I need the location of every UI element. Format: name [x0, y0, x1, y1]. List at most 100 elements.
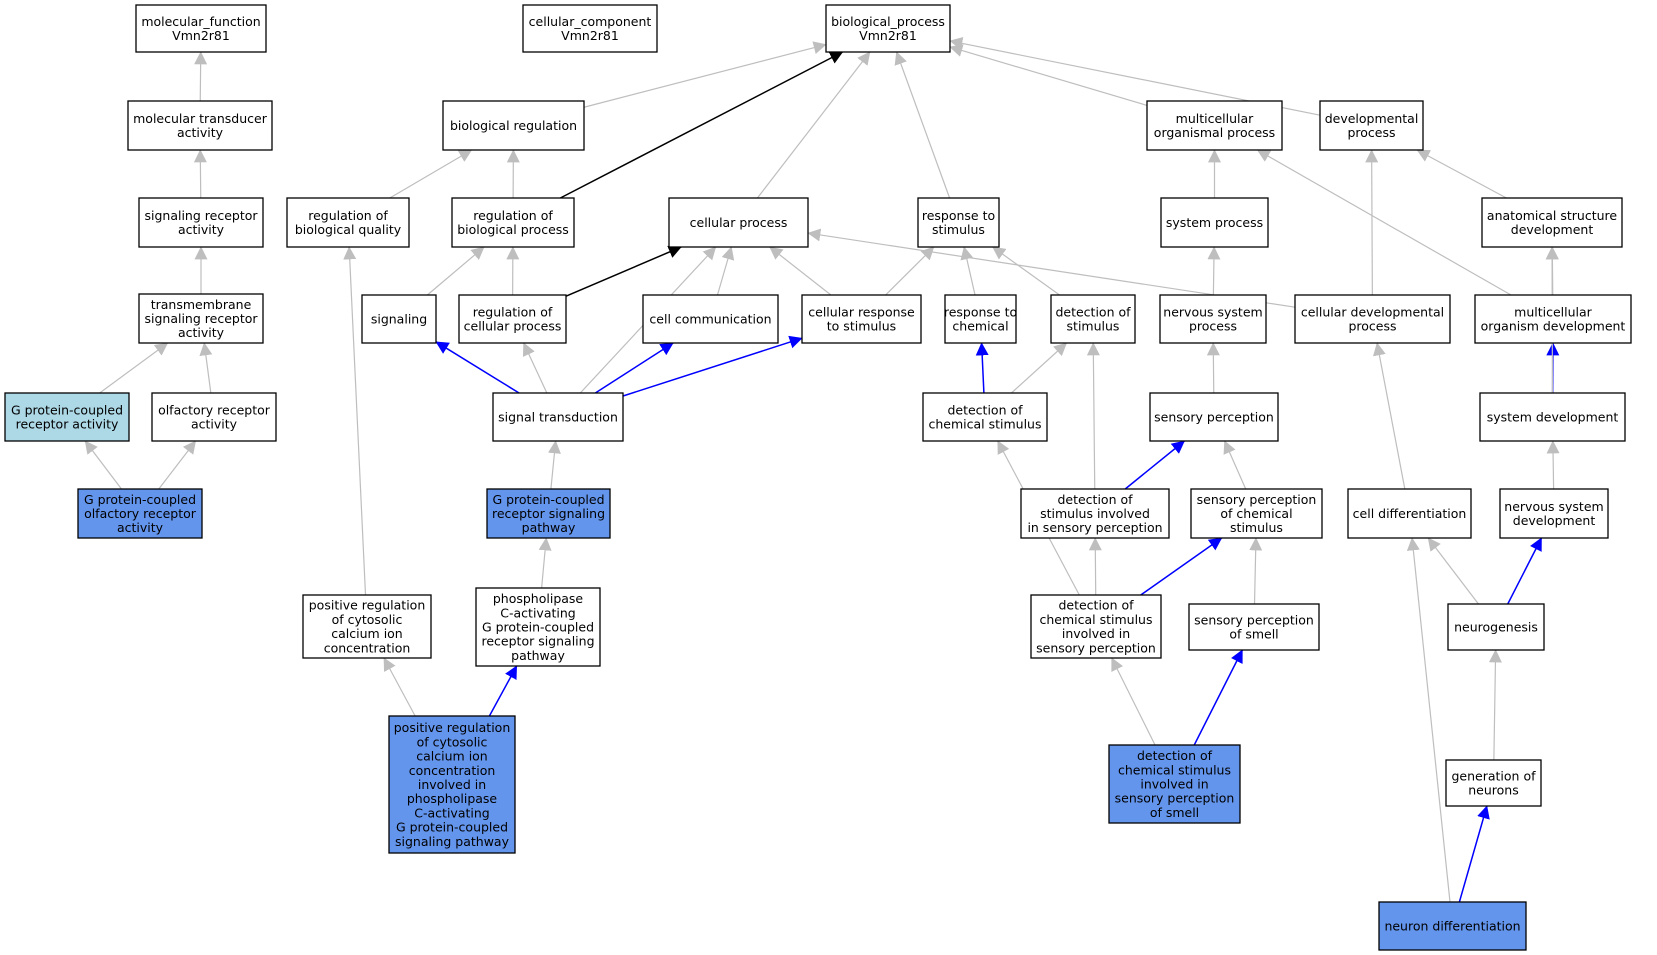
- node-box: [1108, 744, 1241, 824]
- go-term-node-sp[interactable]: sensory perception: [1149, 392, 1279, 442]
- node-label-line: cellular developmental: [1301, 304, 1444, 319]
- node-box: [451, 197, 575, 248]
- edge-st-to-rcp: [522, 342, 548, 394]
- go-term-node-cp[interactable]: cellular process: [668, 197, 809, 248]
- node-box: [825, 4, 951, 53]
- node-label-line: receptor signaling: [492, 506, 605, 521]
- node-box: [1050, 294, 1136, 344]
- node-label-line: detection of: [1058, 598, 1134, 613]
- go-term-node-sysdev[interactable]: system development: [1479, 392, 1626, 442]
- node-label-line: calcium ion: [331, 626, 402, 641]
- edge-rtc-to-rts: [960, 246, 976, 296]
- edge-ora-to-tsra: [199, 342, 213, 394]
- node-label-line: process: [1189, 319, 1237, 334]
- node-label-line: activity: [178, 222, 225, 237]
- node-box: [1347, 488, 1472, 539]
- edge-sig-to-rbp: [426, 246, 485, 296]
- node-label-line: cellular process: [464, 319, 562, 334]
- node-box: [1499, 488, 1609, 539]
- node-label-line: cellular response: [808, 304, 915, 319]
- node-box: [486, 488, 611, 539]
- node-label-line: chemical stimulus: [928, 417, 1041, 432]
- go-term-node-cellcomm[interactable]: cell communication: [642, 294, 779, 344]
- edge-rcp-to-cp: [565, 245, 682, 297]
- go-term-node-sig[interactable]: signaling: [361, 294, 437, 344]
- node-label-line: neuron differentiation: [1384, 919, 1520, 934]
- node-label-line: organismal process: [1154, 125, 1275, 140]
- go-term-node-neurog[interactable]: neurogenesis: [1447, 603, 1545, 651]
- node-box: [1378, 901, 1527, 951]
- edge-prcci-to-rbq: [343, 246, 367, 596]
- node-box: [1146, 100, 1283, 151]
- node-box: [1445, 759, 1542, 807]
- node-box: [151, 392, 277, 442]
- node-label-line: calcium ion: [416, 749, 487, 764]
- node-label-line: of cytosolic: [332, 612, 403, 627]
- go-term-node-st[interactable]: signal transduction: [492, 392, 624, 442]
- go-term-node-nd[interactable]: neuron differentiation: [1378, 901, 1527, 951]
- node-label-line: biological quality: [295, 222, 402, 237]
- edge-gpcora-to-ora: [158, 440, 197, 490]
- edge-st-to-crs: [622, 335, 803, 397]
- node-label-line: of chemical: [1220, 506, 1292, 521]
- node-label-line: of smell: [1150, 805, 1199, 820]
- node-box: [4, 392, 130, 442]
- go-term-node-sys[interactable]: system process: [1160, 197, 1269, 248]
- go-term-node-breg[interactable]: biological regulation: [442, 100, 585, 151]
- node-label-line: detection of: [1055, 304, 1131, 319]
- node-label-line: sensory perception: [1197, 492, 1317, 507]
- go-term-node-celldiff[interactable]: cell differentiation: [1347, 488, 1472, 539]
- node-label-line: multicellular: [1176, 111, 1255, 126]
- edge-rbp-to-bp: [560, 51, 844, 199]
- node-box: [1149, 392, 1279, 442]
- node-box: [77, 488, 203, 539]
- node-label-line: activity: [178, 325, 225, 340]
- node-label-line: sensory perception: [1154, 410, 1274, 425]
- edge-nd-to-gon: [1458, 805, 1490, 903]
- node-label-line: positive regulation: [394, 720, 511, 735]
- edge-cellcomm-to-cp: [716, 246, 735, 296]
- node-label-line: involved in: [1062, 626, 1130, 641]
- node-label-line: chemical stimulus: [1039, 612, 1152, 627]
- node-box: [668, 197, 809, 248]
- edge-docsisp-to-spcs: [1140, 537, 1223, 596]
- node-label-line: detection of: [1137, 748, 1213, 763]
- node-label-line: stimulus involved: [1040, 506, 1150, 521]
